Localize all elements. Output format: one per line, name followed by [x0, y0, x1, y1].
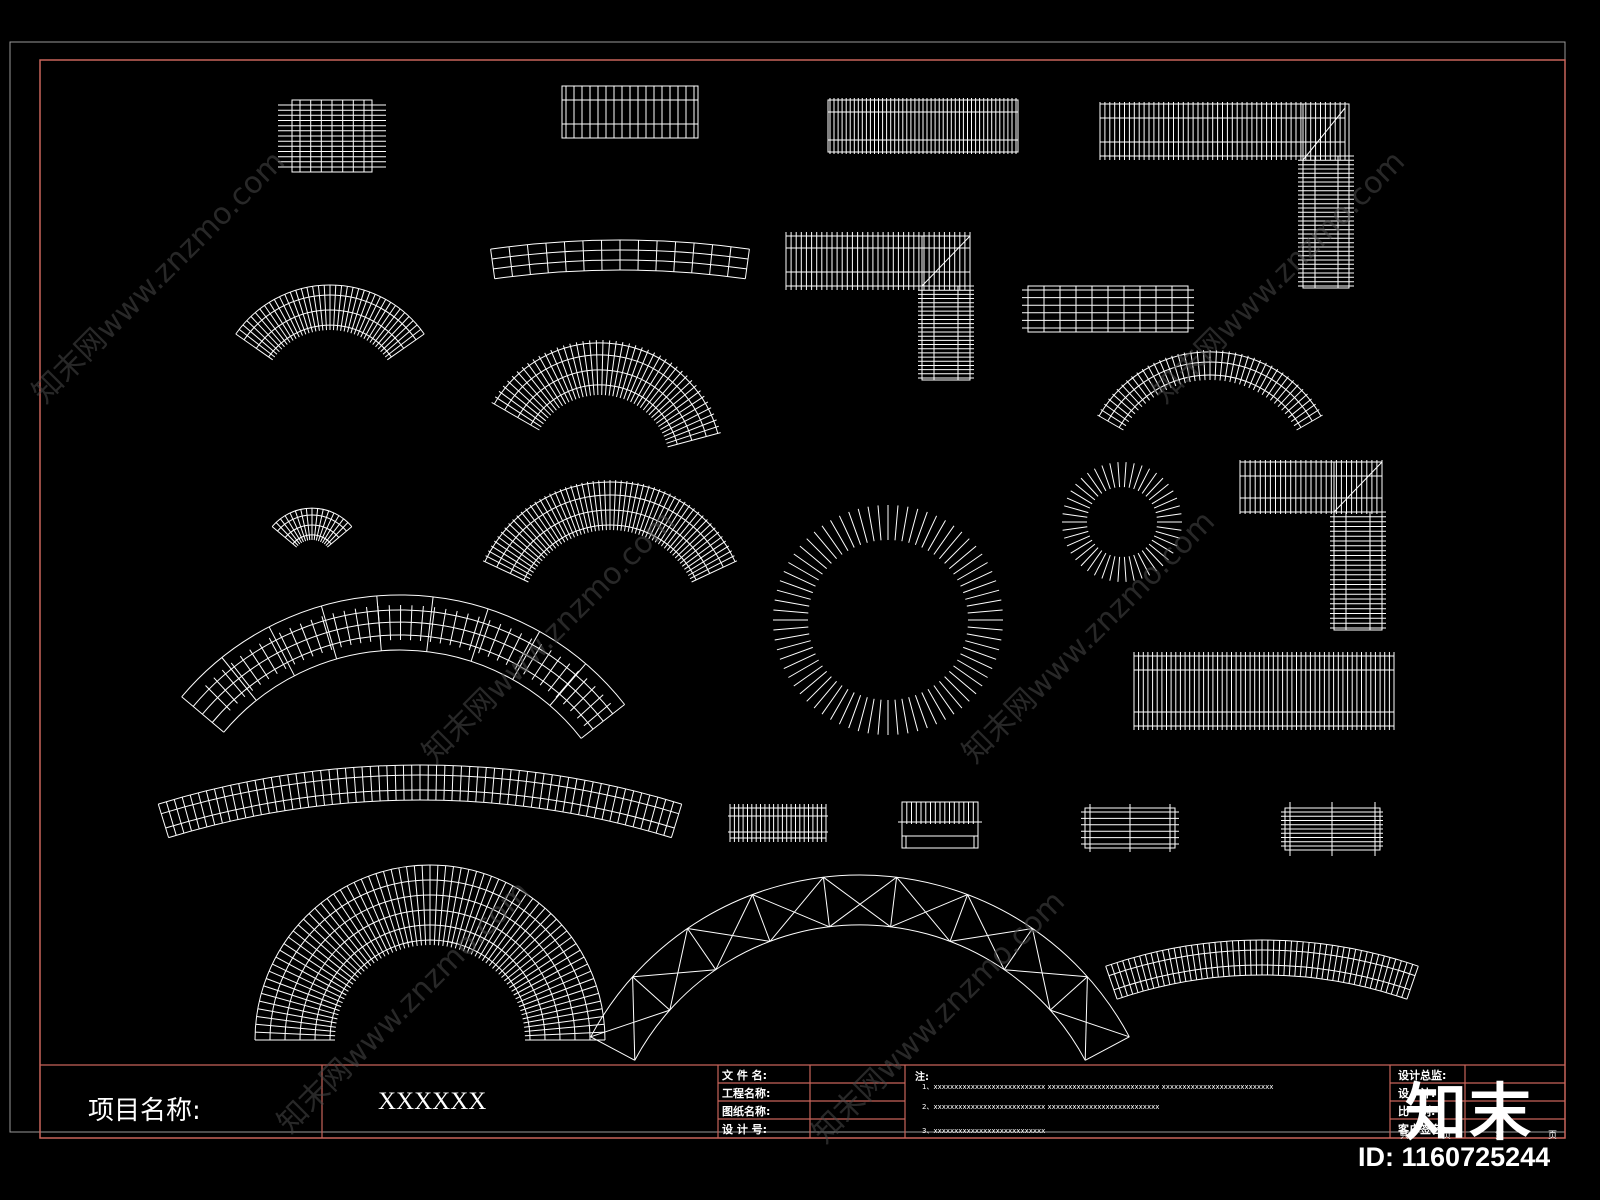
drawing-frame — [39, 59, 1566, 1139]
project-name-label: 项目名称: — [88, 1096, 201, 1126]
note-line-2: 2、xxxxxxxxxxxxxxxxxxxxxxxxxxx xxxxxxxxxx… — [922, 1103, 1160, 1111]
title-block — [40, 1064, 1565, 1138]
project-name-value: XXXXXX — [378, 1088, 487, 1115]
page-current-label: 第 — [1495, 1131, 1505, 1141]
drawing-name-label: 图纸名称: — [722, 1105, 771, 1118]
design-number-label: 设 计 号: — [722, 1123, 768, 1136]
project-title-label: 工程名称: — [722, 1087, 771, 1100]
designer-label: 设 计: — [1398, 1087, 1436, 1100]
design-director-label: 设计总监: — [1398, 1069, 1447, 1082]
page-total-label: 共 — [1400, 1131, 1410, 1141]
pergola-plan-drawings — [157, 85, 1419, 1061]
znzmo-logo: 知末 — [1405, 1076, 1534, 1149]
note-line-3: 3、xxxxxxxxxxxxxxxxxxxxxxxxxxx — [922, 1127, 1046, 1135]
page-unit-1: 页 — [1442, 1131, 1452, 1141]
client-signature-label: 客户签名: — [1398, 1123, 1447, 1136]
notes-label: 注: — [915, 1072, 929, 1083]
page-unit-2: 页 — [1548, 1131, 1558, 1141]
image-id-tag: ID: 1160725244 — [1358, 1142, 1551, 1172]
note-line-1: 1、xxxxxxxxxxxxxxxxxxxxxxxxxxx xxxxxxxxxx… — [922, 1083, 1274, 1091]
file-name-label: 文 件 名: — [722, 1069, 768, 1082]
scale-label: 比 例: — [1398, 1105, 1436, 1118]
